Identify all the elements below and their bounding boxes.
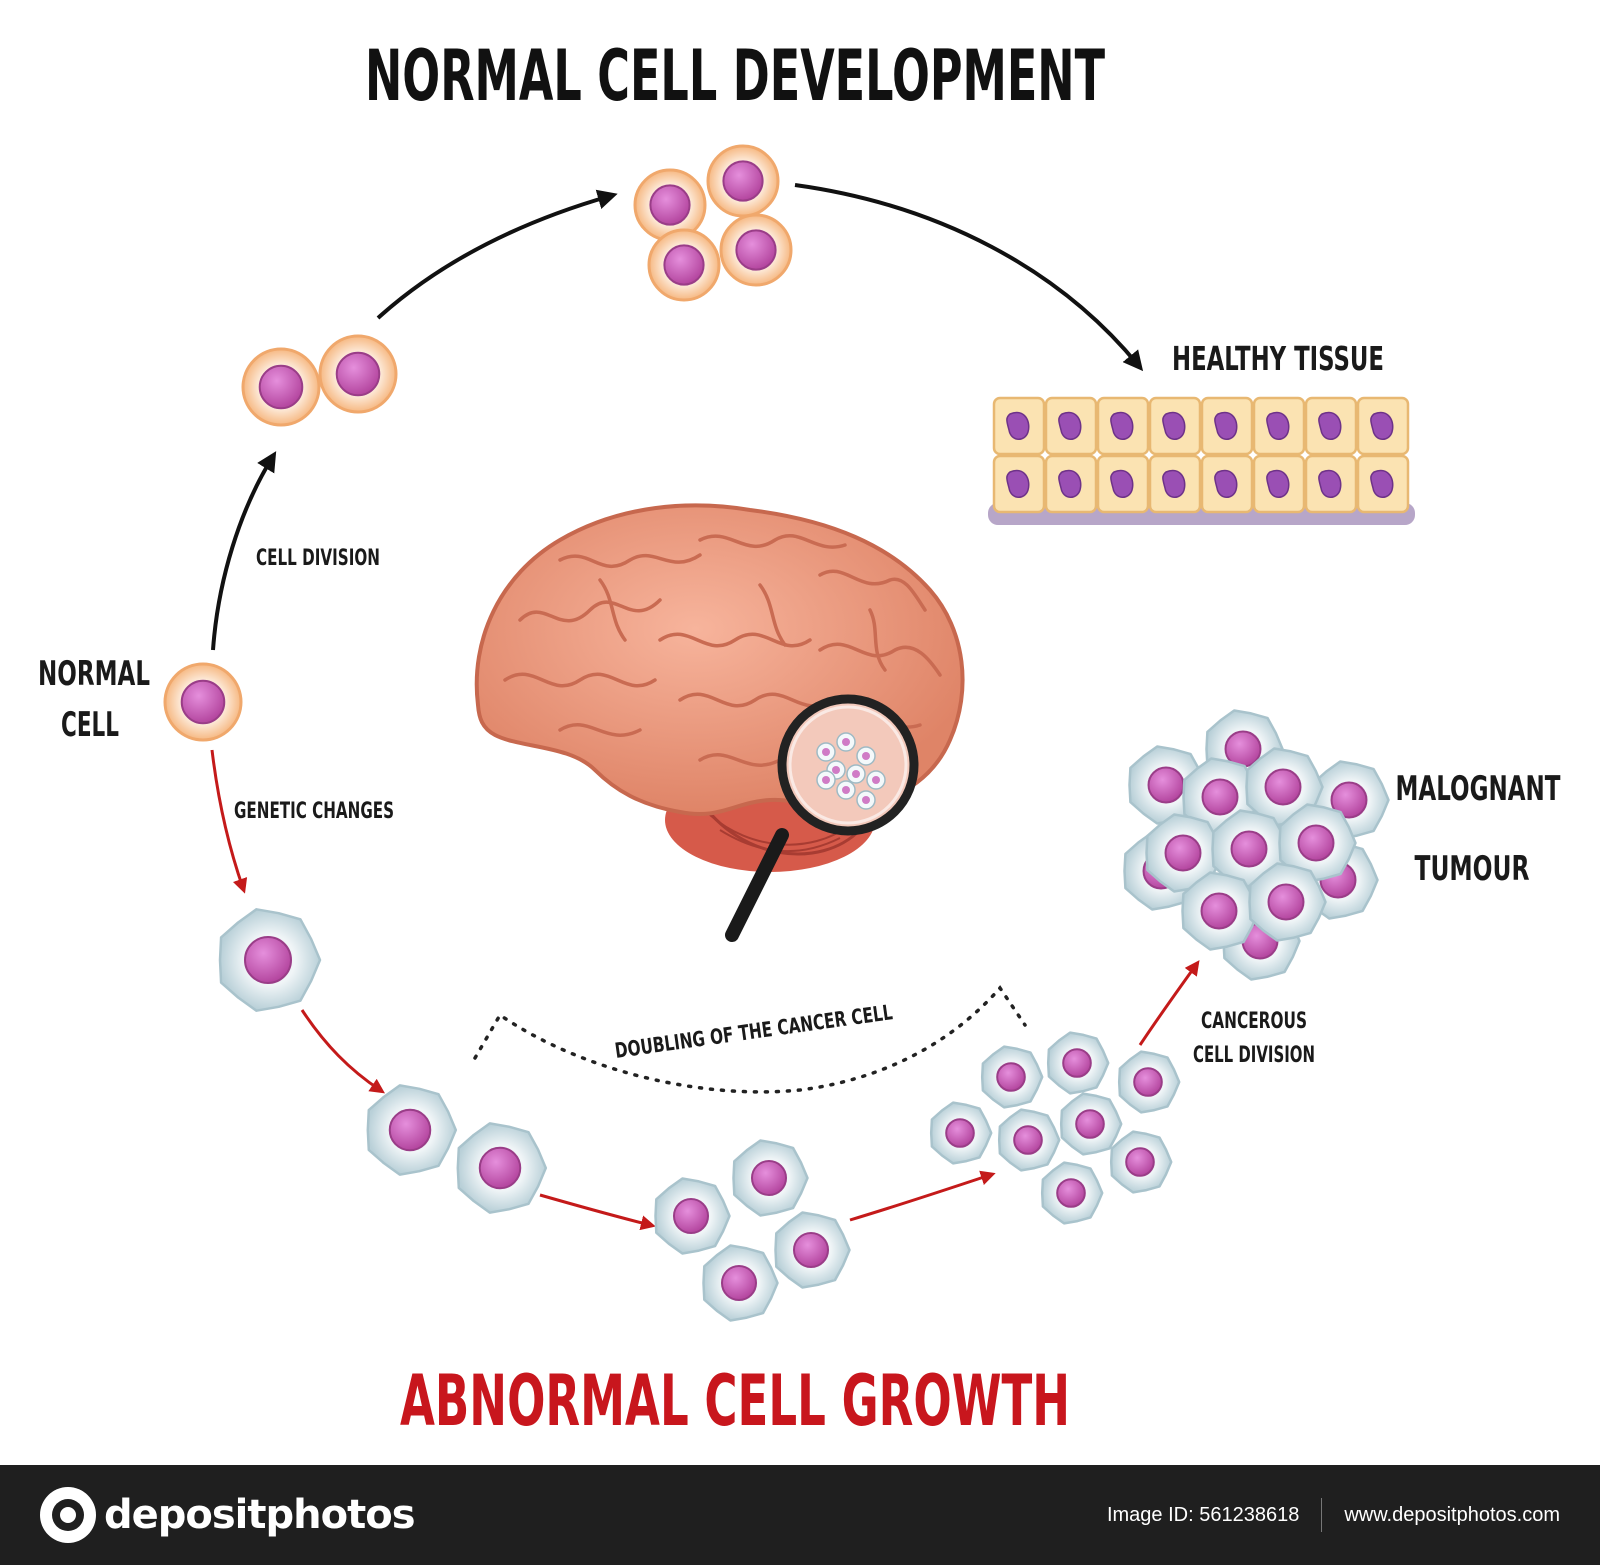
- cancer-cell: [774, 1211, 851, 1289]
- normal-cell: [633, 168, 707, 242]
- cancer-cell: [1211, 809, 1290, 889]
- tissue-cell: [1044, 454, 1098, 514]
- label-doubling-cancer-cell: DOUBLING OF THE CANCER CELL: [613, 1000, 894, 1063]
- cancer-cell: [980, 1045, 1044, 1109]
- tissue-cell: [1096, 396, 1150, 456]
- tissue-cell: [1252, 396, 1306, 456]
- magnified-cell: [856, 746, 876, 766]
- label-cell-division: CELL DIVISION: [256, 546, 380, 571]
- normal-cell: [318, 334, 398, 414]
- cell-growth-diagram: NORMAL CELL DEVELOPMENT ABNORMAL CELL GR…: [38, 35, 1562, 1442]
- normal-cell: [241, 347, 321, 427]
- cancer-cell: [1181, 871, 1260, 951]
- label-normal-cell-line2: CELL: [61, 705, 119, 745]
- magnified-cell: [846, 764, 866, 784]
- logo-text: depositphotos: [104, 1492, 416, 1538]
- cancer-cell: [218, 908, 322, 1012]
- arrow-to-four-cells: [376, 189, 618, 320]
- magnified-cell: [816, 742, 836, 762]
- cancer-cell: [732, 1139, 809, 1217]
- normal-cell: [719, 213, 793, 287]
- label-healthy-tissue: HEALTHY TISSUE: [1172, 339, 1384, 378]
- magnified-cell: [836, 732, 856, 752]
- tissue-cell: [1304, 454, 1358, 514]
- cancer-cell: [1145, 813, 1224, 893]
- cancer-cell: [997, 1108, 1061, 1172]
- footer-info: Image ID: 561238618 www.depositphotos.co…: [1107, 1498, 1560, 1532]
- tissue-cell: [1148, 396, 1202, 456]
- footer-separator: [1321, 1498, 1323, 1532]
- magnified-cell: [866, 770, 886, 790]
- label-malignant-line1: MALOGNANT: [1396, 769, 1562, 809]
- label-normal-cell-line1: NORMAL: [38, 654, 150, 694]
- camera-aperture-icon: [40, 1487, 96, 1543]
- site-url[interactable]: www.depositphotos.com: [1344, 1503, 1560, 1526]
- tissue-cell: [1304, 396, 1358, 456]
- tissue-cell: [992, 396, 1046, 456]
- cancer-cell: [1040, 1161, 1104, 1225]
- cancer-cells-group: [218, 709, 1390, 1322]
- label-malignant-line2: TUMOUR: [1415, 849, 1530, 889]
- tissue-cell: [1356, 396, 1410, 456]
- normal-cell: [163, 662, 243, 742]
- arrow-genetic-changes: [210, 749, 248, 894]
- cancer-cell: [1117, 1050, 1181, 1114]
- label-cancerous-line2: CELL DIVISION: [1193, 1043, 1315, 1068]
- arrow-cancerous-division: [1138, 960, 1200, 1046]
- normal-cell: [647, 228, 721, 302]
- tissue-cell: [1356, 454, 1410, 514]
- arrow-cell-division: [211, 451, 277, 651]
- normal-cell: [706, 144, 780, 218]
- magnified-cell: [816, 770, 836, 790]
- normal-cells-group: [163, 144, 793, 742]
- cancer-cell: [1059, 1092, 1123, 1156]
- tissue-cell: [1200, 454, 1254, 514]
- arrow-first-doubling: [300, 1009, 385, 1094]
- tissue-cell: [1200, 396, 1254, 456]
- cancer-cell: [702, 1244, 779, 1322]
- healthy-tissue-block: [988, 396, 1415, 525]
- title-normal-cell-development: NORMAL CELL DEVELOPMENT: [365, 35, 1105, 117]
- tissue-cell: [1148, 454, 1202, 514]
- magnified-cell: [836, 780, 856, 800]
- magnifying-glass: [725, 694, 919, 942]
- image-id: Image ID: 561238618: [1106, 1503, 1300, 1526]
- doubling-bracket: [473, 985, 1027, 1094]
- arrow-to-healthy-tissue: [794, 183, 1144, 372]
- cancer-cell: [456, 1122, 548, 1214]
- tissue-cell: [992, 454, 1046, 514]
- cancer-cell: [929, 1101, 993, 1165]
- arrow-third-doubling: [849, 1170, 996, 1222]
- arrow-second-doubling: [539, 1193, 656, 1231]
- magnified-cell: [856, 790, 876, 810]
- cancer-cell: [1278, 803, 1357, 883]
- cancer-cell: [1248, 862, 1327, 942]
- cancer-cell: [1109, 1130, 1173, 1194]
- cancer-cell: [1046, 1031, 1110, 1095]
- label-cancerous-line1: CANCEROUS: [1201, 1009, 1307, 1034]
- title-abnormal-cell-growth: ABNORMAL CELL GROWTH: [400, 1360, 1070, 1442]
- cancer-cell: [366, 1084, 458, 1176]
- footer-bar: depositphotos Image ID: 561238618 www.de…: [0, 1465, 1600, 1565]
- tissue-cell: [1096, 454, 1150, 514]
- depositphotos-logo[interactable]: depositphotos: [40, 1487, 416, 1543]
- label-genetic-changes: GENETIC CHANGES: [234, 799, 394, 824]
- cancer-cell: [654, 1177, 731, 1255]
- tissue-cell: [1044, 396, 1098, 456]
- tissue-cell: [1252, 454, 1306, 514]
